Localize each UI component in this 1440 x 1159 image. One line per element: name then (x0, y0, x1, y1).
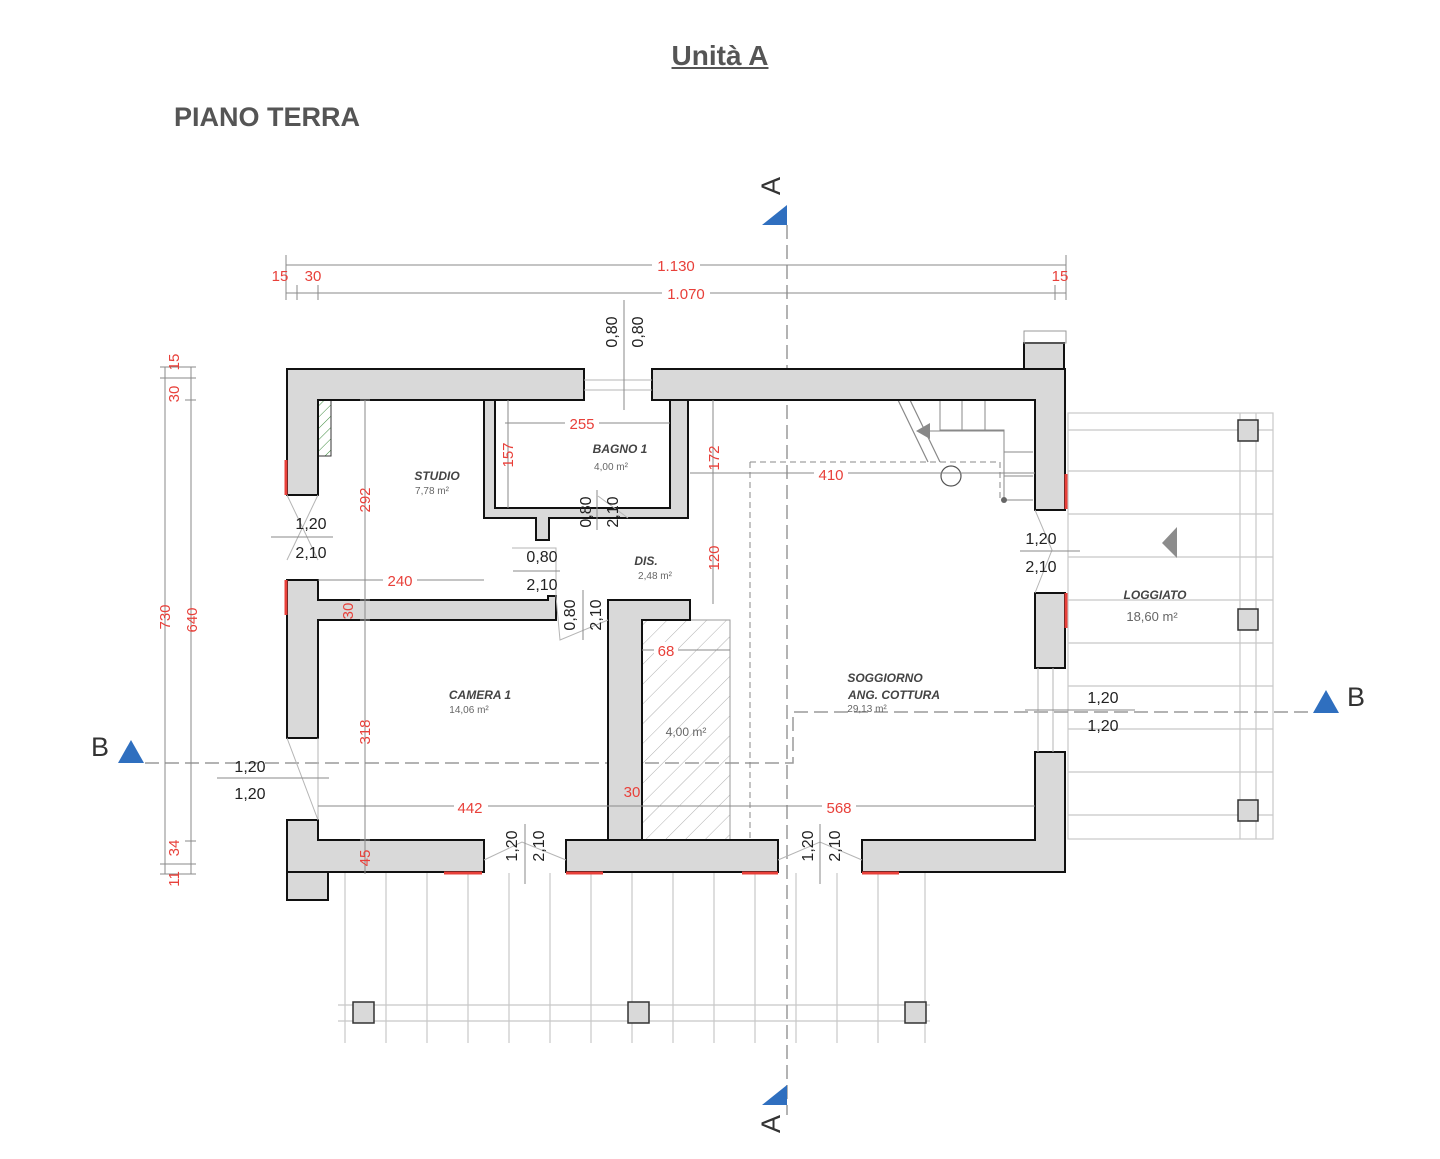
svg-text:14,06 m²: 14,06 m² (449, 705, 489, 716)
dim-soggiorno-410: 410 (818, 467, 843, 484)
window-sills (284, 460, 1068, 875)
loggiato-pergola (1067, 412, 1274, 840)
svg-text:2,10: 2,10 (295, 545, 326, 562)
room-soggiorno-2: ANG. COTTURA (847, 688, 940, 702)
dim-bagno-height: 157 (500, 442, 517, 467)
svg-text:1,20: 1,20 (234, 759, 265, 776)
dim-top-left-b: 30 (305, 268, 322, 285)
room-loggiato: LOGGIATO (1124, 588, 1188, 602)
svg-text:2,48 m²: 2,48 m² (638, 571, 673, 582)
slope-arrow-icon (1162, 527, 1177, 558)
svg-text:1,20: 1,20 (1025, 531, 1056, 548)
room-soggiorno: SOGGIORNO (847, 671, 923, 685)
svg-text:0,80: 0,80 (604, 316, 621, 347)
dim-top-total: 1.130 (657, 258, 695, 275)
svg-text:29,13 m²: 29,13 m² (847, 704, 887, 715)
front-pergola (338, 873, 930, 1043)
dimension-texts: 1.130 1.070 15 30 15 730 640 15 30 34 11… (157, 256, 1068, 887)
dim-dis-120: 120 (706, 545, 723, 570)
section-line-b (118, 690, 1339, 764)
page-title: Unità A (671, 40, 769, 71)
svg-text:4,00 m²: 4,00 m² (594, 462, 629, 473)
storage-area: 4,00 m² (666, 725, 707, 739)
svg-text:1,20: 1,20 (800, 830, 817, 861)
svg-text:2,10: 2,10 (588, 599, 605, 630)
dim-wall-30: 30 (340, 603, 357, 620)
room-bagno: BAGNO 1 (593, 442, 648, 456)
dim-left-top-b: 30 (166, 386, 183, 403)
dim-left-total: 730 (157, 604, 174, 629)
dim-left-inner: 640 (184, 607, 201, 632)
dim-top-left-a: 15 (272, 268, 289, 285)
room-dis: DIS. (634, 554, 657, 568)
dim-studio-width: 240 (387, 573, 412, 590)
svg-text:1,20: 1,20 (504, 830, 521, 861)
svg-text:0,80: 0,80 (630, 316, 647, 347)
dim-top-right: 15 (1052, 268, 1069, 285)
walls (286, 330, 1067, 901)
dim-wall-30b: 30 (624, 784, 641, 801)
section-line-a (762, 205, 788, 1115)
dim-top-inner: 1.070 (667, 286, 705, 303)
svg-text:1,20: 1,20 (295, 516, 326, 533)
svg-text:2,10: 2,10 (605, 496, 622, 527)
room-studio: STUDIO (414, 469, 460, 483)
svg-text:0,80: 0,80 (526, 549, 557, 566)
section-a-bottom: A (756, 1115, 786, 1133)
dim-dis-172: 172 (706, 445, 723, 470)
svg-text:0,80: 0,80 (562, 599, 579, 630)
staircase (897, 399, 1033, 503)
section-b-left: B (91, 732, 109, 762)
room-camera: CAMERA 1 (449, 688, 512, 702)
dim-bottom-568: 568 (826, 800, 851, 817)
dim-studio-height: 292 (357, 487, 374, 512)
svg-text:1,20: 1,20 (1087, 690, 1118, 707)
svg-text:1,20: 1,20 (234, 786, 265, 803)
svg-text:7,78 m²: 7,78 m² (415, 486, 450, 497)
svg-text:2,10: 2,10 (531, 830, 548, 861)
svg-text:2,10: 2,10 (526, 577, 557, 594)
section-b-right: B (1347, 682, 1365, 712)
svg-text:18,60 m²: 18,60 m² (1126, 609, 1178, 624)
dim-camera-height: 318 (357, 719, 374, 744)
dim-left-top-a: 15 (166, 354, 183, 371)
dim-hatch-68: 68 (658, 643, 675, 660)
svg-text:2,10: 2,10 (827, 830, 844, 861)
dim-left-bot-b: 11 (166, 871, 183, 887)
opening-labels: 0,80 0,80 1,20 2,10 0,80 2,10 0,80 2,10 … (234, 316, 1118, 861)
section-a-top: A (756, 177, 786, 195)
svg-text:2,10: 2,10 (1025, 559, 1056, 576)
floor-label: PIANO TERRA (174, 102, 361, 132)
svg-text:1,20: 1,20 (1087, 718, 1118, 735)
dim-wall-45: 45 (357, 850, 374, 867)
room-labels: STUDIO 7,78 m² BAGNO 1 4,00 m² DIS. 2,48… (414, 442, 1187, 739)
svg-text:0,80: 0,80 (578, 496, 595, 527)
dim-bagno-width: 255 (569, 416, 594, 433)
dim-left-bot-a: 34 (166, 840, 183, 857)
dim-bottom-442: 442 (457, 800, 482, 817)
